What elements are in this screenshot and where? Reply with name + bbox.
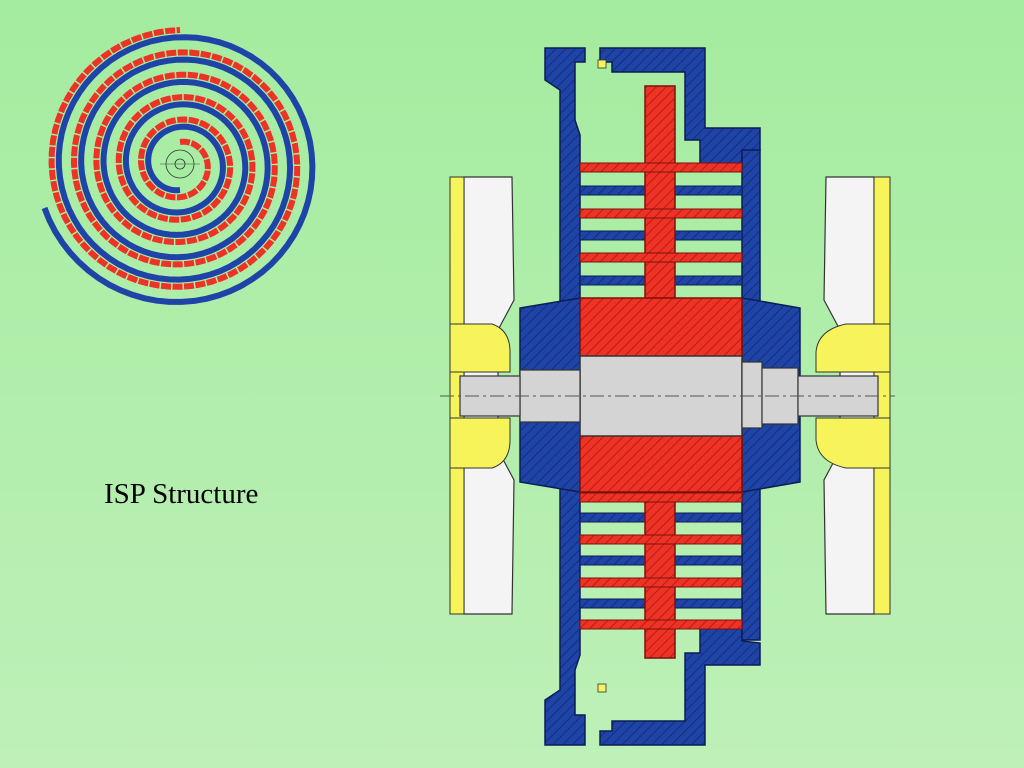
blue-fin-left <box>579 512 646 523</box>
red-scroll <box>48 27 301 290</box>
housing-bottom-seal <box>597 683 607 693</box>
blue-fin-right <box>674 598 743 609</box>
shaft-right-end <box>797 375 879 417</box>
shaft <box>440 355 895 437</box>
red-fin <box>579 577 743 588</box>
blue-fin-left <box>579 230 646 241</box>
red-fin <box>579 162 743 173</box>
blue-fin-right <box>674 230 743 241</box>
blue-fin-left <box>579 185 646 196</box>
slide-caption: ISP Structure <box>104 478 259 510</box>
blue-fin-left <box>579 275 646 286</box>
blue-fin-left <box>579 555 646 566</box>
isp-cross-section-diagram <box>440 47 895 746</box>
blue-fin-left <box>579 598 646 609</box>
red-fin <box>579 252 743 263</box>
blue-fin-right <box>674 185 743 196</box>
red-fin <box>579 619 743 630</box>
blue-fin-right <box>674 555 743 566</box>
blue-fin-right <box>674 275 743 286</box>
red-fin <box>579 208 743 219</box>
right-fan-hub-top <box>815 323 891 373</box>
shaft-right <box>741 361 763 429</box>
blue-fin-right <box>674 512 743 523</box>
housing-bottom <box>599 624 761 746</box>
housing-right-wall-top <box>741 149 761 311</box>
housing-top-seal <box>597 59 607 69</box>
right-fan-hub-bottom <box>815 417 891 469</box>
left-fan <box>449 176 515 615</box>
housing-right-wall-bottom <box>741 479 761 641</box>
red-fin <box>579 492 743 503</box>
red-fin <box>579 534 743 545</box>
blue-scroll <box>41 34 316 305</box>
spiral-scroll-diagram <box>41 27 316 305</box>
left-fan-hub-top <box>449 323 511 373</box>
housing-top <box>599 47 761 169</box>
red-fins <box>579 162 743 630</box>
left-fan-hub-bottom <box>449 417 511 469</box>
spiral-group <box>41 27 316 305</box>
